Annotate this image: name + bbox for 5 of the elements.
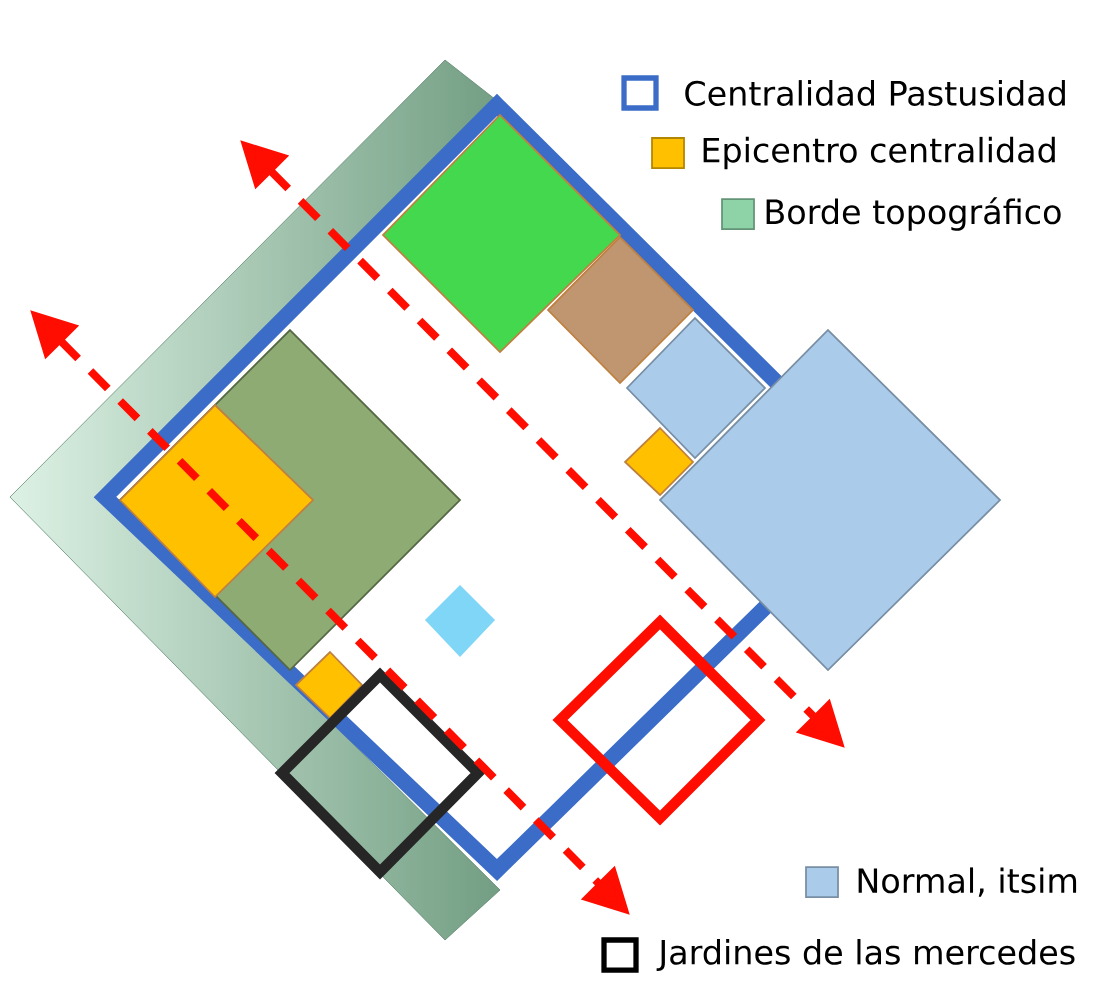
legend-label: Epicentro centralidad	[703, 136, 1055, 170]
legend-label: Jardines de las mercedes	[656, 939, 1075, 971]
legend-label: Normal, itsim	[858, 867, 1077, 897]
legend-label: Centralidad Pastusidad	[685, 80, 1065, 106]
legend-label: Borde topográfico	[766, 197, 1061, 231]
